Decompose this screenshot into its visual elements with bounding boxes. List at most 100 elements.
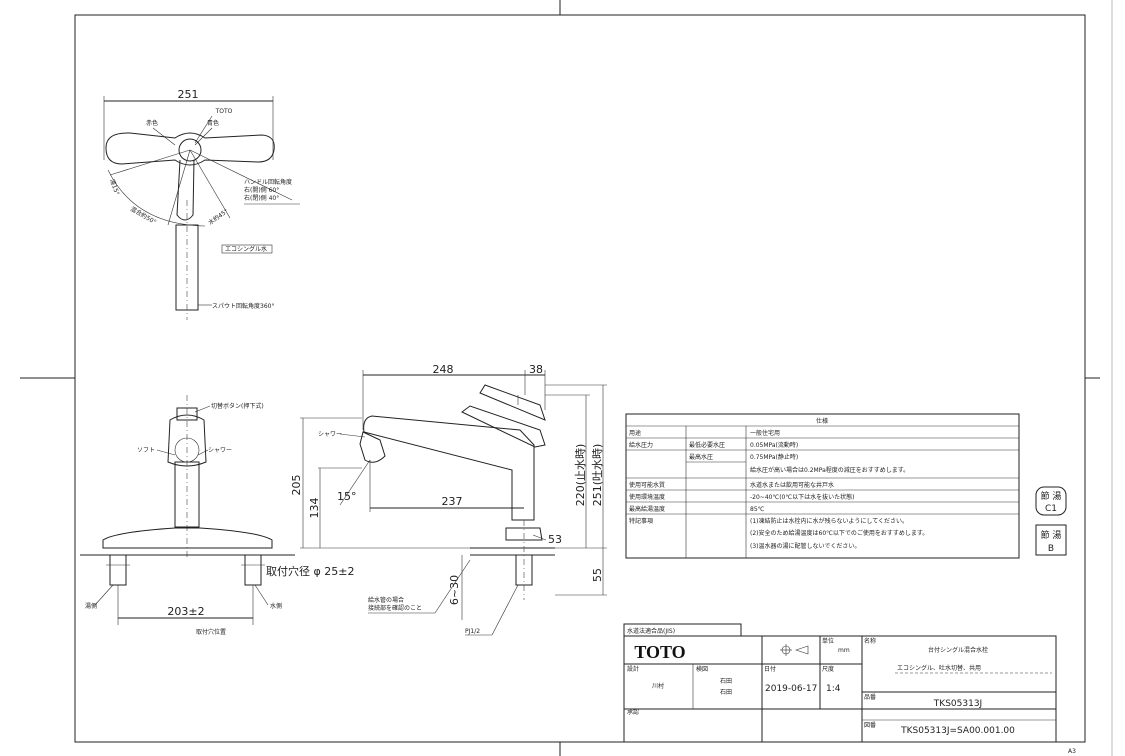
leg-cold [244, 554, 262, 586]
label-check: 検図 [696, 665, 708, 673]
spec-cell-c3: 0.05MPa(流動時) [750, 441, 798, 449]
eco-label-box [221, 244, 273, 254]
spec-cell-c3: 85℃ [750, 506, 765, 513]
spec-cell-c1: 給水圧力 [629, 441, 653, 449]
soft-label: ソフト [137, 447, 155, 454]
handle-plan-shape [105, 132, 275, 166]
dim-38: 38 [529, 363, 543, 376]
stamp2-line1: 節 湯 [1041, 529, 1062, 541]
hot-angle-label: 湯15° [108, 178, 121, 196]
angle-15: 15° [337, 490, 357, 503]
sheet-size: A3 [1068, 748, 1076, 755]
spec-cell-c3: 0.75MPa(静止時) [750, 453, 798, 461]
label-name: 名称 [864, 637, 876, 645]
dim-6-30: 6~30 [448, 575, 461, 605]
stamp2-line2: B [1048, 544, 1054, 554]
name-c: 石田 [720, 689, 732, 696]
label-model: 品番 [864, 694, 876, 701]
dim-237: 237 [442, 495, 463, 508]
label-scale: 尺度 [822, 665, 834, 673]
dim-251: 251 [178, 88, 199, 101]
drawing-number: TKS05313J=SA00.001.00 [900, 726, 1015, 736]
spec-cell-c2: 最低必要水圧 [689, 441, 725, 449]
name-b: 石田 [720, 678, 732, 685]
spout-head [359, 431, 386, 463]
blue-label: 青色 [207, 119, 219, 127]
spec-cell-c1: 最高給湯温度 [629, 505, 665, 513]
spec-cell-c1: 使用環境温度 [629, 493, 665, 501]
product-name: 台付シングル混合水栓 [928, 646, 988, 654]
stamp-c1 [1035, 486, 1067, 516]
hot-side-label: 湯側 [85, 602, 97, 610]
spec-header: 仕様 [816, 417, 828, 425]
pitch-dim: 203±2 [167, 605, 204, 618]
front-base [102, 527, 273, 549]
stamp-b [1035, 524, 1067, 556]
side-lever [461, 405, 546, 448]
spec-cell-c1: 使用可能水質 [629, 481, 665, 489]
note-line1: 給水管の場合 [368, 596, 404, 604]
pipe-label: PJ1/2 [465, 628, 480, 635]
spec-cell-c3: 水道水または飲用可能な井戸水 [750, 481, 834, 489]
handle-angle-2: 右(閉)側 40° [244, 194, 279, 202]
brand-logo: TOTO [634, 642, 685, 662]
spec-cell-c3: -20~40℃(0℃以下は水を抜いた状態) [750, 493, 854, 501]
brand-mark-label: TOTO [215, 108, 233, 115]
model-number: TKS05313J [933, 699, 982, 709]
shower-label: シャワー [208, 447, 232, 454]
handle-angle-1: 右(開)側 60° [244, 186, 279, 194]
label-no: 図番 [864, 722, 876, 729]
drawing-border [74, 14, 1086, 743]
rotation-arc [107, 169, 206, 227]
title-block: 水道法適合品(JIS) TOTO mm 単位 設計 検図 日付 尺度 名称 品番… [623, 623, 1076, 755]
spec-cell-c3: (1)凍結防止は水栓内に水が残らないようにしてください。 [750, 517, 908, 525]
eco-label: エコシングル水 [225, 245, 267, 253]
mount-hole-dim: 取付穴径 φ 25±2 [266, 564, 354, 578]
cold-side-label: 水側 [270, 602, 282, 610]
spec-cell-c3: 一般住宅用 [750, 429, 780, 437]
name-a: 川村 [652, 682, 664, 690]
spec-cell-c3: (3)温水器の湯に配管しないでください。 [750, 542, 860, 550]
spec-cell-c3: 給水圧が高い場合は0.2MPa程度の減圧をおすすめします。 [750, 466, 909, 474]
label-approve: 承認 [627, 708, 639, 716]
dim-134: 134 [308, 498, 321, 519]
plan-view: 251 TOTO 赤色 青色 湯15° 混合約50° 水約45° ハンドル回転角… [103, 88, 300, 320]
unit-value: mm [838, 647, 850, 654]
date-value: 2019-06-17 [765, 684, 817, 694]
scale-value: 1:4 [826, 684, 841, 694]
label-design: 設計 [627, 665, 639, 673]
note-line2: 接続部を確認のこと [368, 604, 422, 612]
product-desc: エコシングル、吐水切替、共用 [897, 664, 981, 672]
spec-cell-c2: 最高水圧 [689, 453, 713, 461]
handle-angle-title: ハンドル回転角度 [244, 178, 292, 186]
standard-label: 水道法適合品(JIS) [627, 627, 675, 635]
dim-220: 220(止水時) [574, 444, 587, 507]
stamp1-line1: 節 湯 [1041, 490, 1062, 502]
spec-cell-c3: (2)安全のため給湯温度は60℃以下でのご使用をおすすめします。 [750, 529, 928, 537]
dim-248: 248 [433, 363, 454, 376]
side-spout [363, 415, 535, 521]
dim-55: 55 [591, 568, 604, 582]
button-label: 切替ボタン(押下式) [211, 402, 264, 410]
spout-rotation-label: スパウト回転角度360° [212, 302, 274, 310]
hole-note: 取付穴位置 [196, 628, 226, 636]
leg-hot [109, 554, 127, 586]
red-label: 赤色 [146, 119, 158, 127]
handle-hub [178, 138, 202, 162]
spec-cell-c1: 用途 [629, 429, 641, 437]
dim-251-side: 251(吐水時) [591, 444, 604, 507]
side-view: 248 38 205 134 237 15° シャワー [290, 363, 607, 636]
label-date: 日付 [764, 665, 776, 673]
stamp1-line2: C1 [1045, 504, 1057, 514]
dim-205: 205 [290, 475, 303, 496]
cold-angle-label: 水約45° [207, 207, 230, 227]
spec-cell-c1: 特記事項 [629, 517, 653, 525]
saving-stamps: 節 湯 C1 節 湯 B [1035, 486, 1067, 556]
dim-53: 53 [548, 533, 562, 546]
unit-label: 単位 [822, 637, 834, 645]
shower-button-label: シャワー [318, 431, 342, 438]
front-head [167, 414, 207, 467]
front-view: 切替ボタン(押下式) ソフト シャワー 203±2 取付穴径 φ 25±2 湯側… [80, 395, 354, 636]
